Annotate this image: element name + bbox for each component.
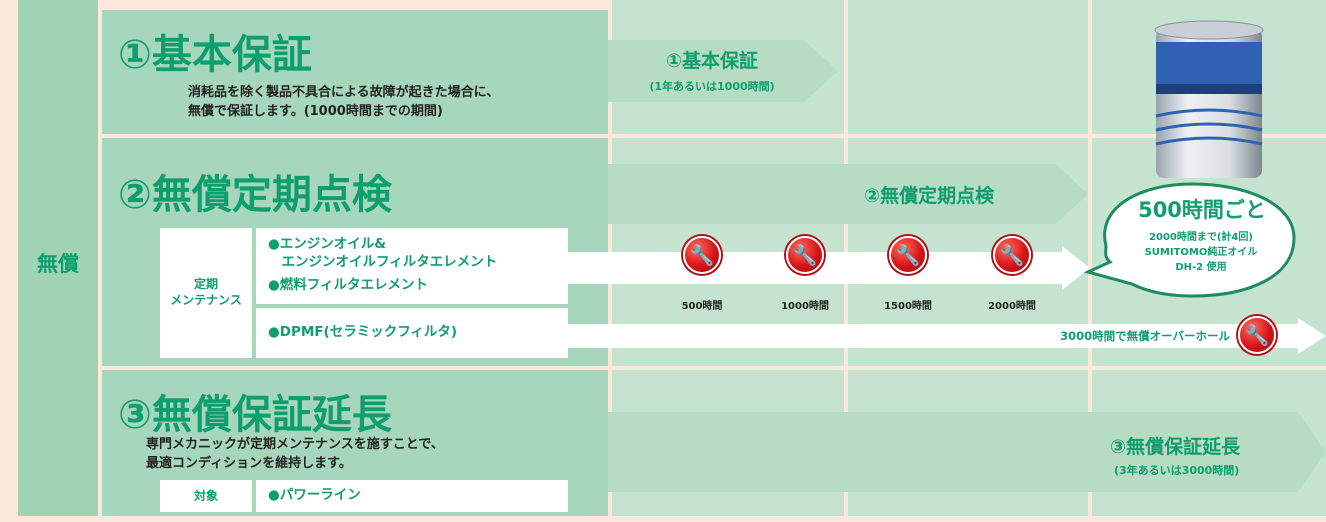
section1-desc-2: 無償で保証します。(1000時間までの期間) [188, 104, 443, 119]
section1-arrow-sub: (1年あるいは1000時間) [649, 80, 775, 93]
section1-title: ①基本保証 [118, 32, 312, 78]
target-label-cell [160, 480, 252, 512]
maint-item-oil-1: ●エンジンオイル& [268, 236, 387, 252]
maintenance-oil-row [256, 228, 568, 304]
section2-arrow-title: ②無償定期点検 [864, 185, 995, 207]
dpmf-timeline-arrow [568, 318, 1326, 354]
mechanic-wrench-icon: 🔧 [889, 236, 927, 274]
section1-arrow [608, 40, 838, 102]
maintenance-label-2: メンテナンス [170, 293, 242, 307]
row-separator [0, 366, 1326, 370]
section1-arrow-title: ①基本保証 [665, 50, 759, 72]
row-separator [0, 134, 1326, 138]
section-basic-warranty [102, 10, 608, 134]
mechanic-wrench-icon: 🔧 [1238, 316, 1276, 354]
bubble-line-3: DH-2 使用 [1175, 262, 1227, 273]
section3-desc-1: 専門メカニックが定期メンテナンスを施すことで、 [146, 437, 444, 452]
hour-label-1000: 1000時間 [781, 301, 829, 312]
free-label: 無償 [37, 252, 79, 276]
section3-arrow-title: ③無償保証延長 [1110, 436, 1241, 458]
hour-label-2000: 2000時間 [988, 301, 1036, 312]
left-column [18, 0, 98, 516]
section3-desc-2: 最適コンディションを維持します。 [146, 456, 352, 471]
section1-desc-1: 消耗品を除く製品不具合による故障が起きた場合に、 [188, 85, 500, 100]
maint-item-fuel: ●燃料フィルタエレメント [268, 277, 429, 293]
section2-arrow [608, 164, 1088, 224]
maintenance-dpmf-row [256, 308, 568, 358]
maint-item-dpmf: ●DPMF(セラミックフィルタ) [268, 324, 458, 340]
row-separator [0, 516, 1326, 522]
section2-title: ②無償定期点検 [118, 172, 392, 218]
oil-can-image [1154, 20, 1264, 178]
mechanic-wrench-icon: 🔧 [993, 236, 1031, 274]
target-item: ●パワーライン [268, 487, 361, 503]
target-item-cell [256, 480, 568, 512]
oil-interval-bubble [1083, 182, 1296, 298]
section3-title: ③無償保証延長 [118, 392, 392, 438]
target-label: 対象 [193, 489, 218, 503]
hour-label-1500: 1500時間 [884, 301, 932, 312]
section3-arrow-sub: (3年あるいは3000時間) [1114, 464, 1240, 477]
bubble-title: 500時間ごと [1138, 198, 1266, 222]
maintenance-label-cell [160, 228, 252, 358]
maintenance-label-1: 定期 [193, 277, 218, 291]
section3-arrow [608, 412, 1326, 492]
bubble-line-2: SUMITOMO純正オイル [1144, 247, 1258, 258]
overhaul-label: 3000時間で無償オーバーホール [1060, 329, 1230, 343]
mechanic-wrench-icon: 🔧 [786, 236, 824, 274]
mechanic-wrench-icon: 🔧 [683, 236, 721, 274]
hour-label-500: 500時間 [681, 301, 723, 312]
maint-item-oil-2: エンジンオイルフィルタエレメント [268, 254, 498, 270]
bubble-line-1: 2000時間まで(計4回) [1149, 232, 1253, 243]
